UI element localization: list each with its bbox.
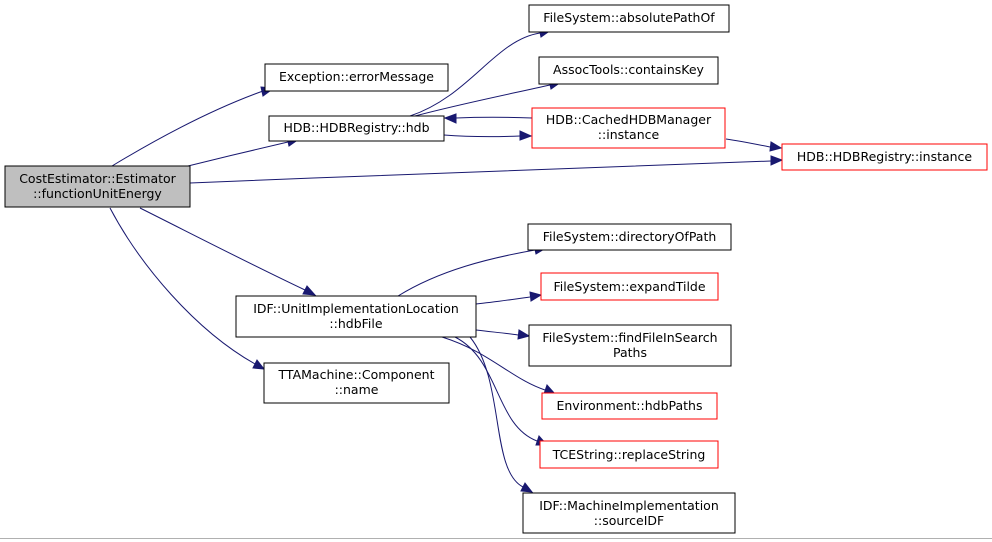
node-idf-unit-implementation-hdbfile[interactable]: IDF::UnitImplementationLocation ::hdbFil… [235, 295, 477, 338]
node-box [540, 272, 719, 301]
node-fs-absolute-path-of[interactable]: FileSystem::absolutePathOf [528, 4, 730, 33]
node-label-1: IDF::MachineImplementation [539, 498, 719, 513]
edge-hdbfile-to-fs-expand [475, 296, 531, 305]
node-label: AssocTools::containsKey [553, 62, 704, 77]
node-label-2: ::sourceIDF [594, 513, 664, 528]
node-label: HDB::HDBRegistry::instance [797, 149, 973, 164]
arrowhead-icon [517, 329, 531, 340]
edge-hdbfile-to-fs-directory [397, 249, 536, 297]
edges [109, 27, 784, 493]
edge-root-to-hdbregistry-hdb [187, 141, 289, 167]
node-idf-machine-implementation-source-idf[interactable]: IDF::MachineImplementation ::sourceIDF [522, 492, 736, 534]
node-label-1: TTAMachine::Component [278, 367, 435, 382]
edge-root-to-hdbregistry-instance [189, 160, 772, 184]
edge-hdbfile-to-idf-source [469, 336, 524, 488]
edge-hdb-to-fs-absolute [409, 32, 541, 117]
edge-root-to-tta-name [109, 207, 256, 365]
node-fs-directory-of-path[interactable]: FileSystem::directoryOfPath [527, 223, 732, 251]
edge-root-to-exception [111, 90, 264, 167]
node-environment-hdbpaths[interactable]: Environment::hdbPaths [541, 392, 718, 420]
node-assoc-contains-key[interactable]: AssocTools::containsKey [538, 56, 719, 85]
node-fs-find-file-in-search-paths[interactable]: FileSystem::findFileInSearch Paths [528, 324, 732, 367]
node-root-box [4, 165, 191, 208]
arrowhead-icon [769, 141, 783, 152]
node-label-2: ::hdbFile [329, 316, 382, 331]
node-box [531, 107, 726, 149]
node-box [268, 115, 445, 142]
node-hdbregistry-instance[interactable]: HDB::HDBRegistry::instance [781, 143, 988, 171]
edge-hdb-to-cached-instance [443, 134, 521, 138]
edge-hdb-to-assoc-contains [414, 84, 551, 117]
node-box [263, 362, 450, 404]
node-box [528, 4, 730, 33]
node-box [528, 324, 732, 367]
node-root[interactable]: CostEstimator::Estimator ::functionUnitE… [4, 165, 191, 208]
node-cached-hdb-manager-instance[interactable]: HDB::CachedHDBManager ::instance [531, 107, 726, 149]
node-label-2: ::instance [598, 127, 660, 142]
edge-hdbfile-to-fs-find [475, 329, 519, 336]
node-box [235, 295, 477, 338]
arrowhead-icon [302, 285, 317, 296]
node-label: FileSystem::directoryOfPath [543, 229, 717, 244]
edge-root-to-idf-hdbfile [139, 207, 306, 291]
node-label: FileSystem::absolutePathOf [543, 10, 715, 25]
node-box [522, 492, 736, 534]
node-label-1: IDF::UnitImplementationLocation [253, 301, 459, 316]
node-root-label-1: CostEstimator::Estimator [19, 171, 176, 186]
node-label-2: ::name [335, 382, 379, 397]
arrowhead-icon [252, 359, 266, 370]
node-box [539, 440, 719, 469]
node-label: TCEString::replaceString [552, 447, 706, 462]
node-box [541, 392, 718, 420]
node-box [538, 56, 719, 85]
node-label: FileSystem::expandTilde [553, 279, 705, 294]
node-box [527, 223, 732, 251]
edge-hdbfile-to-tce-replace [454, 336, 538, 442]
node-hdbregistry-hdb[interactable]: HDB::HDBRegistry::hdb [268, 115, 445, 142]
arrowhead-icon [770, 155, 784, 166]
node-box [781, 143, 988, 171]
arrowhead-icon [520, 482, 534, 493]
bottom-divider [0, 538, 992, 542]
node-tcestring-replace-string[interactable]: TCEString::replaceString [539, 440, 719, 469]
node-label: HDB::HDBRegistry::hdb [283, 120, 429, 135]
edge-cached-instance-to-hdb [455, 116, 533, 119]
node-label-2: Paths [613, 345, 647, 360]
node-box [264, 63, 449, 92]
arrowhead-icon [529, 291, 543, 302]
node-exception-error-message[interactable]: Exception::errorMessage [264, 63, 449, 92]
nodes: CostEstimator::Estimator ::functionUnitE… [4, 4, 988, 534]
node-label-1: FileSystem::findFileInSearch [542, 330, 717, 345]
node-root-label-2: ::functionUnitEnergy [33, 186, 162, 201]
node-fs-expand-tilde[interactable]: FileSystem::expandTilde [540, 272, 719, 301]
edge-cached-instance-to-hdbregistry-instance [725, 138, 771, 148]
node-label: Environment::hdbPaths [556, 398, 702, 413]
edge-hdbfile-to-env-hdbpaths [441, 336, 546, 391]
arrowhead-icon [519, 130, 533, 141]
node-label-1: HDB::CachedHDBManager [546, 112, 712, 127]
node-tta-component-name[interactable]: TTAMachine::Component ::name [263, 362, 450, 404]
arrowhead-icon [443, 113, 457, 124]
node-label: Exception::errorMessage [279, 69, 434, 84]
